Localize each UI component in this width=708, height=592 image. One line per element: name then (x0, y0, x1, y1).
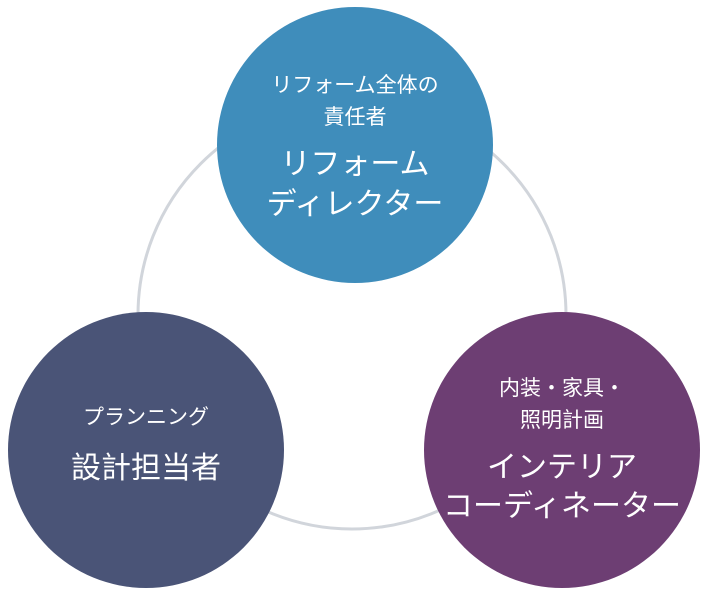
node-interior-coordinator-caption-line2: 照明計画 (520, 408, 604, 432)
node-design-planner-title-line1: 設計担当者 (71, 451, 221, 486)
node-interior-coordinator-caption-line1: 内装・家具・ (499, 376, 625, 400)
node-reform-director-title-line1: リフォーム (280, 147, 429, 182)
node-reform-director-title-line2: ディレクター (267, 187, 444, 222)
node-interior-coordinator-title-line2: コーディネーター (443, 489, 681, 524)
node-interior-coordinator-circle (424, 312, 700, 588)
node-reform-director: リフォーム全体の 責任者 リフォーム ディレクター (217, 7, 493, 283)
node-design-planner-caption-line1: プランニング (83, 405, 209, 429)
node-interior-coordinator-title-line1: インテリア (487, 450, 637, 485)
node-design-planner-circle (8, 312, 284, 588)
node-reform-director-caption-line2: 責任者 (324, 105, 387, 129)
node-reform-director-circle (217, 7, 493, 283)
node-design-planner: プランニング 設計担当者 (8, 312, 284, 588)
node-interior-coordinator: 内装・家具・ 照明計画 インテリア コーディネーター (424, 312, 700, 588)
node-reform-director-caption-line1: リフォーム全体の (271, 73, 438, 97)
